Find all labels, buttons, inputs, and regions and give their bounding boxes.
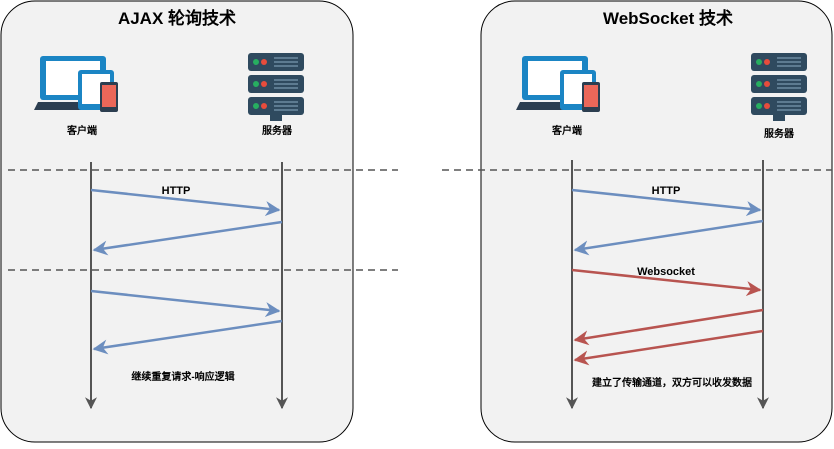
websocket-panel-title: WebSocket 技术 — [603, 8, 733, 28]
websocket-server-label: 服务器 — [764, 127, 795, 140]
ajax-panel: AJAX 轮询技术 客户端 服务器 HTTP 继续重复请求-响应逻辑 — [0, 0, 354, 443]
ajax-client-label: 客户端 — [66, 124, 97, 137]
websocket-panel-frame — [480, 0, 833, 443]
websocket-label: Websocket — [637, 266, 695, 278]
websocket-http-request-arrow — [571, 188, 762, 217]
ajax-http-request-arrow — [90, 188, 281, 217]
server-rack-icon — [751, 53, 807, 121]
ajax-panel-title: AJAX 轮询技术 — [118, 8, 236, 28]
ajax-note: 继续重复请求-响应逻辑 — [131, 370, 234, 383]
websocket-http-response-arrow — [573, 219, 764, 256]
ajax-poll-request-arrow — [90, 289, 281, 318]
ajax-http-response-arrow — [92, 220, 283, 256]
ajax-http-label: HTTP — [162, 185, 191, 197]
websocket-client-label: 客户端 — [551, 124, 582, 137]
server-rack-icon — [248, 53, 304, 121]
websocket-panel: WebSocket 技术 客户端 服务器 HTTP Websocket 建立了传… — [480, 0, 833, 443]
websocket-note: 建立了传输通道，双方可以收发数据 — [591, 376, 752, 389]
client-device-icon — [516, 56, 600, 112]
ajax-server-label: 服务器 — [262, 124, 293, 137]
ajax-poll-response-arrow — [92, 319, 283, 355]
websocket-push-arrow-2 — [573, 329, 764, 366]
websocket-http-label: HTTP — [652, 185, 681, 197]
client-device-icon — [34, 56, 118, 112]
websocket-send-arrow — [571, 268, 762, 297]
websocket-push-arrow-1 — [573, 308, 764, 346]
